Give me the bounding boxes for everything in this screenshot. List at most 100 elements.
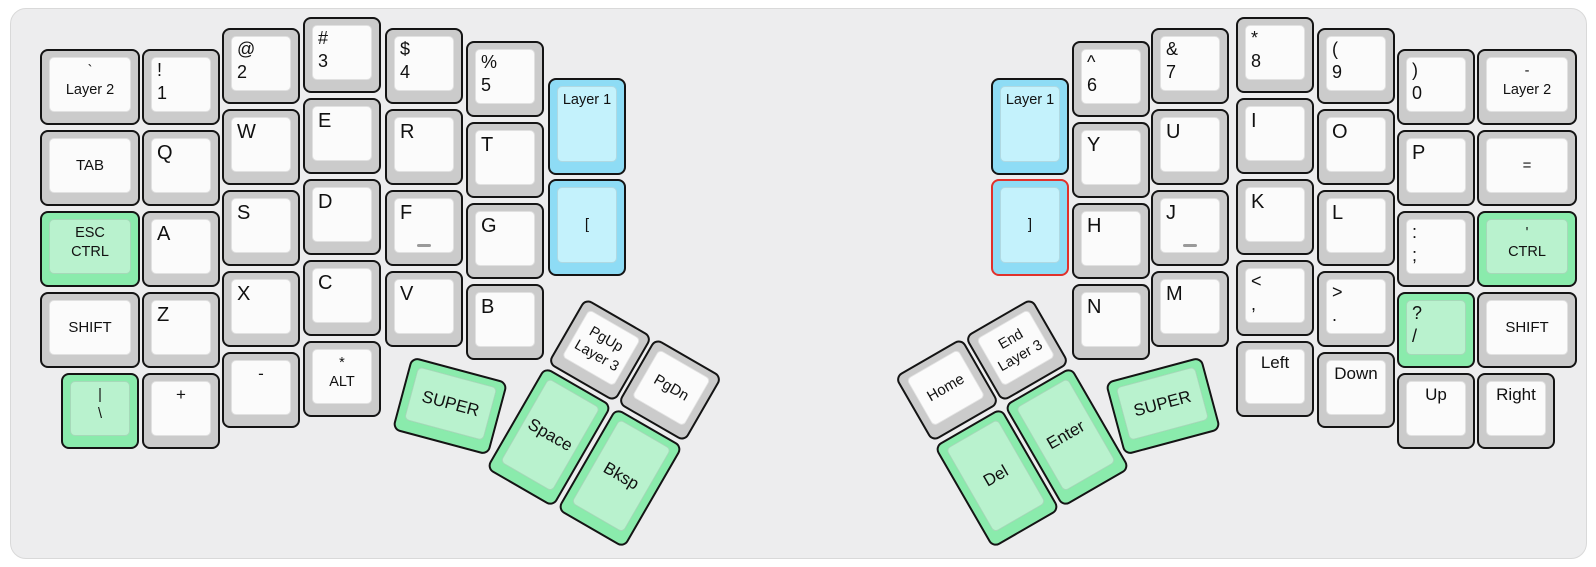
key-7-surface: &7 bbox=[1160, 36, 1220, 91]
key-super-right[interactable]: SUPER bbox=[1104, 356, 1222, 456]
key-period-surface: >. bbox=[1326, 279, 1386, 334]
key-o[interactable]: O bbox=[1317, 109, 1395, 185]
key-4[interactable]: $4 bbox=[385, 28, 463, 104]
key-3[interactable]: #3 bbox=[303, 17, 381, 93]
key-minus-label: - bbox=[258, 364, 264, 383]
key-i-surface: I bbox=[1245, 106, 1305, 161]
key-p[interactable]: P bbox=[1397, 130, 1475, 206]
key-right-arrow[interactable]: Right bbox=[1477, 373, 1555, 449]
key-3-label: # bbox=[318, 28, 329, 48]
key-comma-label: , bbox=[1251, 294, 1257, 314]
key-shift-left[interactable]: SHIFT bbox=[40, 292, 140, 368]
key-layer1-left-label: Layer 1 bbox=[562, 92, 612, 108]
key-l-label: L bbox=[1332, 202, 1344, 224]
key-layer2-left[interactable]: `Layer 2 bbox=[40, 49, 140, 125]
key-c[interactable]: C bbox=[303, 260, 381, 336]
key-x[interactable]: X bbox=[222, 271, 300, 347]
key-v[interactable]: V bbox=[385, 271, 463, 347]
key-bksp-label: Bksp bbox=[600, 457, 643, 494]
key-pipe-backslash-label: | bbox=[98, 387, 102, 403]
key-down-arrow[interactable]: Down bbox=[1317, 352, 1395, 428]
key-layer1-left[interactable]: Layer 1 bbox=[548, 78, 626, 175]
key-rbracket[interactable]: ] bbox=[991, 179, 1069, 276]
key-f[interactable]: F bbox=[385, 190, 463, 266]
key-1[interactable]: !1 bbox=[142, 49, 220, 125]
key-q[interactable]: Q bbox=[142, 130, 220, 206]
key-i[interactable]: I bbox=[1236, 98, 1314, 174]
key-8[interactable]: *8 bbox=[1236, 17, 1314, 93]
key-h[interactable]: H bbox=[1072, 203, 1150, 279]
key-shift-left-label: SHIFT bbox=[68, 318, 112, 336]
key-pgdn-label: PgDn bbox=[650, 370, 693, 405]
key-equals[interactable]: = bbox=[1477, 130, 1577, 206]
key-5-label: 5 bbox=[481, 75, 492, 95]
key-9-surface: (9 bbox=[1326, 36, 1386, 91]
key-super-left-label: SUPER bbox=[420, 386, 482, 420]
key-tab[interactable]: TAB bbox=[40, 130, 140, 206]
key-up-arrow[interactable]: Up bbox=[1397, 373, 1475, 449]
key-t-label: T bbox=[481, 134, 494, 156]
key-super-left-surface: SUPER bbox=[403, 366, 498, 441]
key-0-surface: )0 bbox=[1406, 57, 1466, 112]
key-2[interactable]: @2 bbox=[222, 28, 300, 104]
key-w-label: W bbox=[237, 121, 256, 143]
key-semicolon[interactable]: :; bbox=[1397, 211, 1475, 287]
key-4-surface: $4 bbox=[394, 36, 454, 91]
key-y-surface: Y bbox=[1081, 130, 1141, 185]
key-l[interactable]: L bbox=[1317, 190, 1395, 266]
key-a[interactable]: A bbox=[142, 211, 220, 287]
key-z[interactable]: Z bbox=[142, 292, 220, 368]
key-s[interactable]: S bbox=[222, 190, 300, 266]
key-semicolon-label: ; bbox=[1412, 245, 1418, 265]
key-plus[interactable]: + bbox=[142, 373, 220, 449]
key-slash[interactable]: ?/ bbox=[1397, 292, 1475, 368]
key-m[interactable]: M bbox=[1151, 271, 1229, 347]
key-quote-ctrl[interactable]: 'CTRL bbox=[1477, 211, 1577, 287]
key-6[interactable]: ^6 bbox=[1072, 41, 1150, 117]
key-9[interactable]: (9 bbox=[1317, 28, 1395, 104]
key-7[interactable]: &7 bbox=[1151, 28, 1229, 104]
key-j[interactable]: J bbox=[1151, 190, 1229, 266]
key-super-left[interactable]: SUPER bbox=[391, 356, 509, 456]
key-s-label: S bbox=[237, 202, 251, 224]
key-d[interactable]: D bbox=[303, 179, 381, 255]
key-0[interactable]: )0 bbox=[1397, 49, 1475, 125]
key-layer1-right[interactable]: Layer 1 bbox=[991, 78, 1069, 175]
key-down-arrow-surface: Down bbox=[1326, 360, 1386, 415]
key-2-label: @ bbox=[237, 39, 256, 59]
key-comma[interactable]: <, bbox=[1236, 260, 1314, 336]
key-layer2-left-label: Layer 2 bbox=[65, 82, 115, 98]
key-y[interactable]: Y bbox=[1072, 122, 1150, 198]
key-e[interactable]: E bbox=[303, 98, 381, 174]
key-minus[interactable]: - bbox=[222, 352, 300, 428]
key-plus-label: + bbox=[176, 385, 186, 404]
key-x-label: X bbox=[237, 283, 251, 305]
key-k[interactable]: K bbox=[1236, 179, 1314, 255]
key-r[interactable]: R bbox=[385, 109, 463, 185]
key-star-alt[interactable]: *ALT bbox=[303, 341, 381, 417]
key-u[interactable]: U bbox=[1151, 109, 1229, 185]
key-v-label: V bbox=[400, 283, 414, 305]
key-n[interactable]: N bbox=[1072, 284, 1150, 360]
key-o-label: O bbox=[1332, 121, 1348, 143]
key-lbracket[interactable]: [ bbox=[548, 179, 626, 276]
key-period[interactable]: >. bbox=[1317, 271, 1395, 347]
key-tab-surface: TAB bbox=[49, 138, 131, 193]
key-left-arrow[interactable]: Left bbox=[1236, 341, 1314, 417]
key-b[interactable]: B bbox=[466, 284, 544, 360]
key-shift-right[interactable]: SHIFT bbox=[1477, 292, 1577, 368]
key-home-surface: Home bbox=[906, 349, 986, 427]
key-t[interactable]: T bbox=[466, 122, 544, 198]
key-layer2-right[interactable]: -Layer 2 bbox=[1477, 49, 1577, 125]
key-5[interactable]: %5 bbox=[466, 41, 544, 117]
key-w[interactable]: W bbox=[222, 109, 300, 185]
key-g[interactable]: G bbox=[466, 203, 544, 279]
key-up-arrow-surface: Up bbox=[1406, 381, 1466, 436]
key-7-label: & bbox=[1166, 39, 1179, 59]
key-tab-label: TAB bbox=[75, 156, 105, 174]
key-esc-ctrl-label: CTRL bbox=[71, 244, 109, 260]
key-pipe-backslash[interactable]: |\ bbox=[61, 373, 139, 449]
key-up-arrow-label: Up bbox=[1425, 385, 1447, 404]
